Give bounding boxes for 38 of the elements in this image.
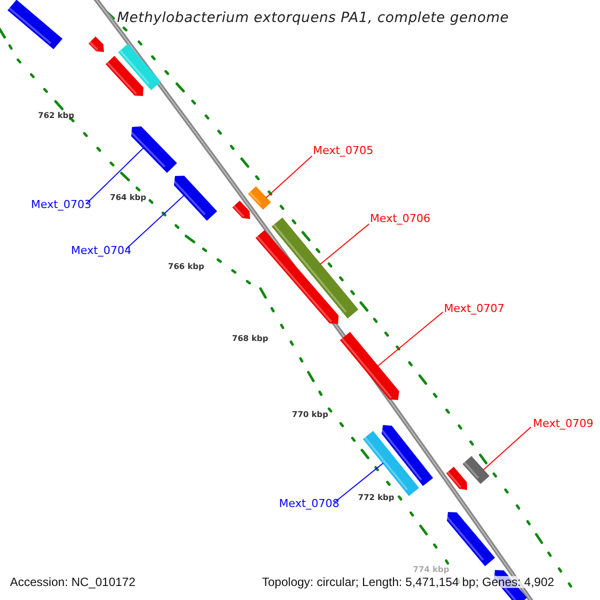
tick-label: 768 kbp — [232, 335, 268, 343]
gene-label: Mext_0708 — [279, 498, 340, 509]
gene-block — [8, 0, 62, 50]
gene-block — [128, 126, 177, 173]
gene-block — [171, 176, 218, 221]
leader-line — [377, 312, 444, 367]
gene-block — [248, 186, 271, 210]
tick-label: 772 kbp — [358, 494, 394, 502]
leader-line — [86, 147, 144, 204]
gene-label: Mext_0709 — [533, 418, 594, 429]
diagram-title: Methylobacterium extorquens PA1, complete genome — [117, 11, 509, 25]
gene-block — [340, 332, 400, 400]
gene-block — [256, 230, 339, 324]
gene-block — [118, 44, 161, 90]
leader-line — [334, 462, 384, 502]
gene-block — [232, 200, 250, 219]
gene-block — [444, 512, 495, 566]
gene-label: Mext_0705 — [313, 145, 374, 156]
gene-block — [462, 456, 490, 484]
gene-block — [106, 56, 144, 96]
gene-label: Mext_0707 — [444, 303, 504, 314]
gene-block — [88, 36, 104, 52]
gene-label: Mext_0703 — [31, 199, 92, 210]
tick-label: 774 kbp — [413, 566, 450, 574]
gene-label: Mext_0706 — [370, 213, 430, 224]
gene-block — [446, 466, 467, 490]
tick-label: 766 kbp — [168, 263, 204, 271]
tick-label: 762 kbp — [38, 112, 74, 120]
leader-line — [126, 194, 185, 250]
gene-label: Mext_0704 — [71, 245, 132, 256]
footer-text: Topology: circular; Length: 5,471,154 bp; Genes: 4,902 — [262, 576, 554, 588]
tick-label: 764 kbp — [110, 194, 146, 202]
leader-line — [482, 426, 532, 470]
tick-label: 770 kbp — [292, 411, 328, 419]
gene-block — [272, 218, 358, 318]
footer-text: Accession: NC_010172 — [10, 576, 136, 588]
leader-line — [266, 156, 312, 198]
gene-block — [379, 425, 434, 486]
